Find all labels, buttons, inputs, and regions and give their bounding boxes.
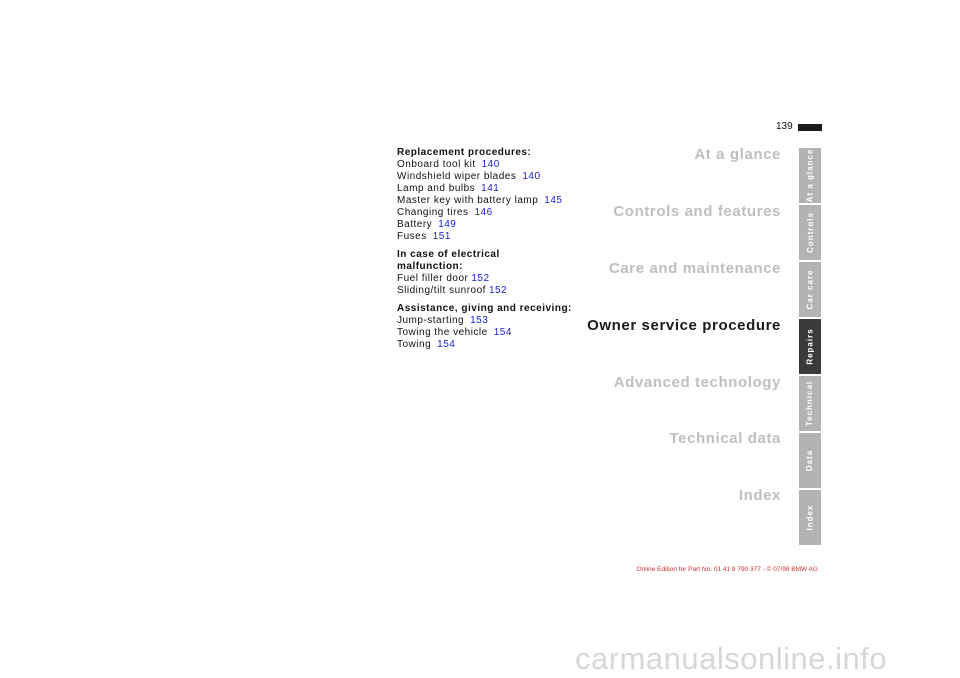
copyright-footer: Online Edition for Part No. 01 41 9 790 … [636, 566, 818, 573]
chapter-link-at-a-glance[interactable]: At a glance [694, 146, 781, 163]
table-of-contents: Replacement procedures: Onboard tool kit… [397, 147, 597, 351]
toc-entry-label: Towing [397, 339, 432, 350]
toc-entry[interactable]: Fuses 151 [397, 231, 597, 243]
tab-technical[interactable]: Technical [799, 376, 821, 431]
toc-entry[interactable]: Onboard tool kit 140 [397, 159, 597, 171]
chapter-link-controls-and-features[interactable]: Controls and features [613, 203, 781, 220]
tab-controls[interactable]: Controls [799, 205, 821, 260]
chapter-link-technical-data[interactable]: Technical data [669, 430, 781, 447]
toc-entry-page-link[interactable]: 146 [474, 207, 493, 218]
section-heading-replacement: Replacement procedures: [397, 147, 532, 158]
toc-entry[interactable]: Master key with battery lamp 145 [397, 195, 597, 207]
watermark: carmanualsonline.info [575, 641, 888, 676]
tab-label: At a glance [805, 148, 815, 203]
toc-entry-label: Jump-starting [397, 315, 465, 326]
section-heading-electrical: In case of electrical [397, 249, 500, 260]
toc-entry-page-link[interactable]: 152 [488, 285, 508, 296]
chapter-link-care-and-maintenance[interactable]: Care and maintenance [608, 260, 781, 277]
toc-entry[interactable]: Changing tires 146 [397, 207, 597, 219]
toc-entry-page-link[interactable]: 140 [481, 159, 500, 170]
toc-entry-label: Onboard tool kit [397, 159, 476, 170]
tab-data[interactable]: Data [799, 433, 821, 488]
toc-entry-page-link[interactable]: 153 [470, 315, 489, 326]
toc-entry[interactable]: Jump-starting 153 [397, 315, 597, 327]
toc-entry-label: Battery [397, 219, 433, 230]
chapter-navigation: At a glance Controls and features Care a… [560, 0, 781, 678]
chapter-link-index[interactable]: Index [738, 487, 781, 504]
toc-entry-page-link[interactable]: 154 [437, 339, 456, 350]
toc-entry[interactable]: Windshield wiper blades 140 [397, 171, 597, 183]
tab-at-a-glance[interactable]: At a glance [799, 148, 821, 203]
toc-entry[interactable]: Towing the vehicle 154 [397, 327, 597, 339]
page-marker [798, 124, 822, 131]
toc-entry-label: Sliding/tilt sunroof [397, 285, 486, 296]
toc-entry-page-link[interactable]: 140 [522, 171, 541, 182]
toc-entry-label: Windshield wiper blades [397, 171, 517, 182]
toc-entry-label: Fuel filler door [397, 273, 469, 284]
toc-entry-label: Lamp and bulbs [397, 183, 476, 194]
tab-index[interactable]: Index [799, 490, 821, 545]
tab-label: Technical [805, 380, 815, 427]
tab-label: Repairs [805, 328, 815, 365]
toc-entry-label: Fuses [397, 231, 427, 242]
toc-entry-label: Master key with battery lamp [397, 195, 539, 206]
toc-entry-page-link[interactable]: 145 [544, 195, 563, 206]
toc-entry-page-link[interactable]: 141 [481, 183, 500, 194]
toc-entry-page-link[interactable]: 152 [471, 273, 490, 284]
tab-label: Controls [805, 212, 815, 253]
toc-entry-page-link[interactable]: 149 [438, 219, 457, 230]
chapter-link-owner-service-procedure[interactable]: Owner service procedure [587, 317, 781, 334]
page-number: 139 [776, 121, 793, 132]
chapter-link-advanced-technology[interactable]: Advanced technology [613, 374, 781, 391]
section-heading-assistance: Assistance, giving and receiving: [397, 303, 572, 314]
tab-car-care[interactable]: Car care [799, 262, 821, 317]
tab-label: Car care [805, 269, 815, 310]
toc-entry[interactable]: Battery 149 [397, 219, 597, 231]
toc-entry[interactable]: Towing 154 [397, 339, 597, 351]
toc-entry-page-link[interactable]: 151 [432, 231, 451, 242]
toc-entry-label: Changing tires [397, 207, 469, 218]
toc-entry-label: Towing the vehicle [397, 327, 488, 338]
tab-label: Data [805, 449, 815, 472]
toc-entry[interactable]: Lamp and bulbs 141 [397, 183, 597, 195]
tab-label: Index [805, 504, 815, 531]
toc-entry-page-link[interactable]: 154 [493, 327, 512, 338]
section-heading-electrical-cont: malfunction: [397, 261, 463, 272]
tab-repairs[interactable]: Repairs [799, 319, 821, 374]
